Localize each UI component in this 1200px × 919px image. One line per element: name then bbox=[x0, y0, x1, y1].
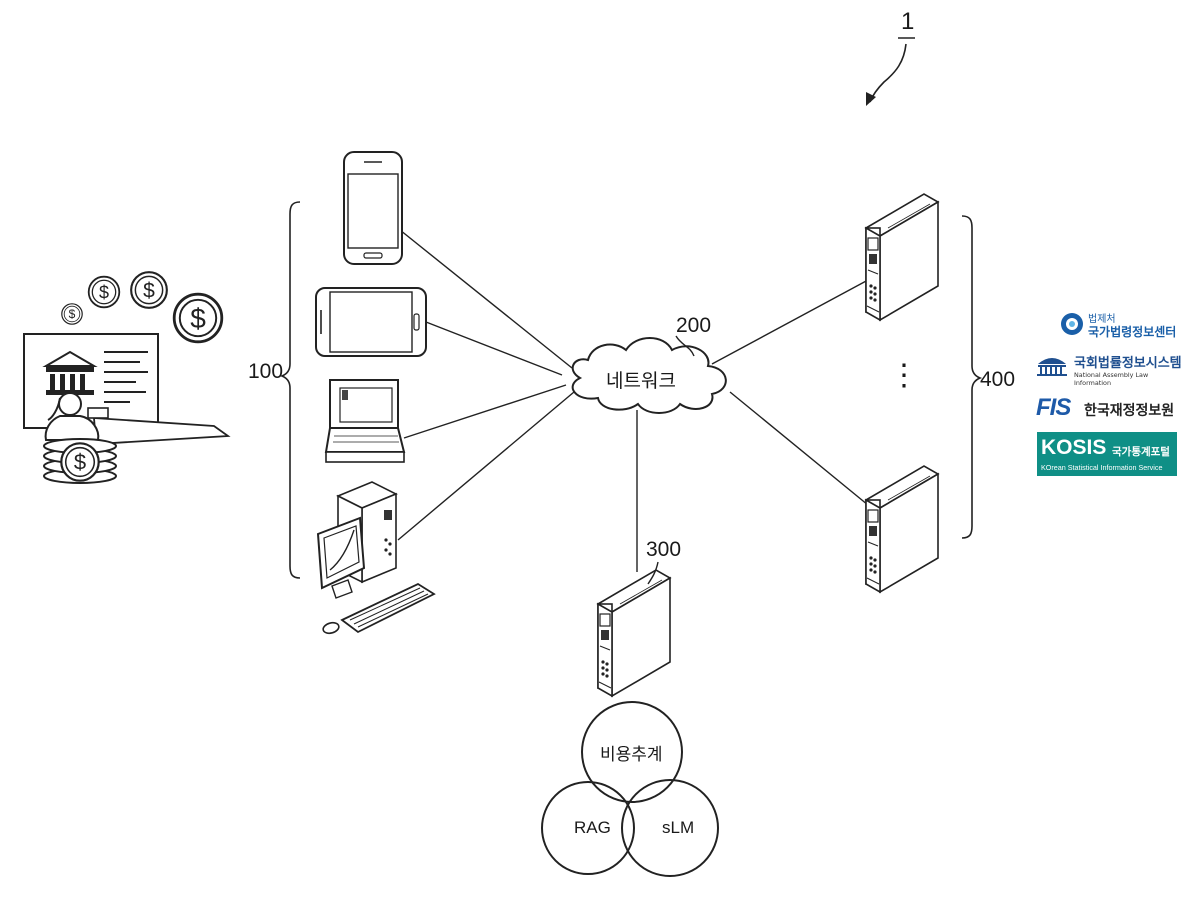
clients-ref-label: 100 bbox=[248, 360, 283, 384]
servers-bracket bbox=[962, 216, 980, 538]
venn-diagram bbox=[542, 702, 718, 876]
clients-bracket bbox=[282, 202, 300, 578]
kosis-logo: KOSIS 국가통계포털 KOrean Statistical Informat… bbox=[1037, 432, 1177, 476]
data-server-icon bbox=[866, 194, 938, 320]
kosis-mark: KOSIS bbox=[1041, 436, 1106, 460]
main-server-ref-label: 300 bbox=[646, 538, 681, 562]
link-server-400-bottom bbox=[730, 392, 868, 505]
fis-main-text: 한국재정정보원 bbox=[1084, 400, 1174, 420]
nals-sub-text: National Assembly Law Information bbox=[1074, 371, 1182, 387]
venn-label-rag: RAG bbox=[574, 818, 611, 838]
nals-logo: 국회법률정보시스템 National Assembly Law Informat… bbox=[1034, 348, 1182, 384]
finance-user-icon bbox=[24, 272, 228, 483]
servers-ref-label: 400 bbox=[980, 368, 1015, 392]
nals-main-text: 국회법률정보시스템 bbox=[1074, 352, 1182, 371]
data-server-icon bbox=[866, 466, 938, 592]
dollar-coin-icon bbox=[89, 277, 120, 308]
fis-mark: FIS bbox=[1036, 394, 1070, 422]
kosis-main-text: 국가통계포털 bbox=[1112, 444, 1170, 459]
fis-logo: FIS 한국재정정보원 bbox=[1036, 394, 1182, 422]
laptop-icon bbox=[326, 380, 404, 462]
figure-reference-arrow bbox=[866, 38, 915, 106]
dollar-coin-icon bbox=[62, 304, 82, 324]
network-label: 네트워크 bbox=[606, 366, 676, 393]
moleg-main-text: 국가법령정보센터 bbox=[1088, 323, 1176, 340]
main-server-icon bbox=[598, 570, 670, 696]
link-server-400-top bbox=[712, 280, 868, 364]
venn-label-slm: sLM bbox=[662, 818, 694, 838]
national-assembly-building-icon bbox=[1034, 354, 1070, 376]
dollar-coin-icon bbox=[61, 443, 98, 480]
kosis-sub-text: KOrean Statistical Information Service bbox=[1041, 463, 1162, 472]
smartphone-icon bbox=[344, 152, 402, 264]
dollar-coin-icon bbox=[174, 294, 222, 342]
link-desktop bbox=[398, 392, 574, 540]
network-ref-label: 200 bbox=[676, 314, 711, 338]
servers-ellipsis: ⋮ bbox=[889, 366, 919, 386]
desktop-computer-icon bbox=[318, 482, 434, 635]
venn-label-cost-estimation: 비용추계 bbox=[600, 740, 663, 765]
moleg-logo: 법제처 국가법령정보센터 bbox=[1058, 308, 1178, 340]
link-laptop bbox=[404, 385, 566, 438]
dollar-coin-icon bbox=[131, 272, 167, 308]
tablet-icon bbox=[316, 288, 426, 356]
link-tablet bbox=[426, 322, 562, 375]
moleg-emblem-icon bbox=[1060, 312, 1084, 336]
figure-number: 1 bbox=[901, 8, 914, 36]
